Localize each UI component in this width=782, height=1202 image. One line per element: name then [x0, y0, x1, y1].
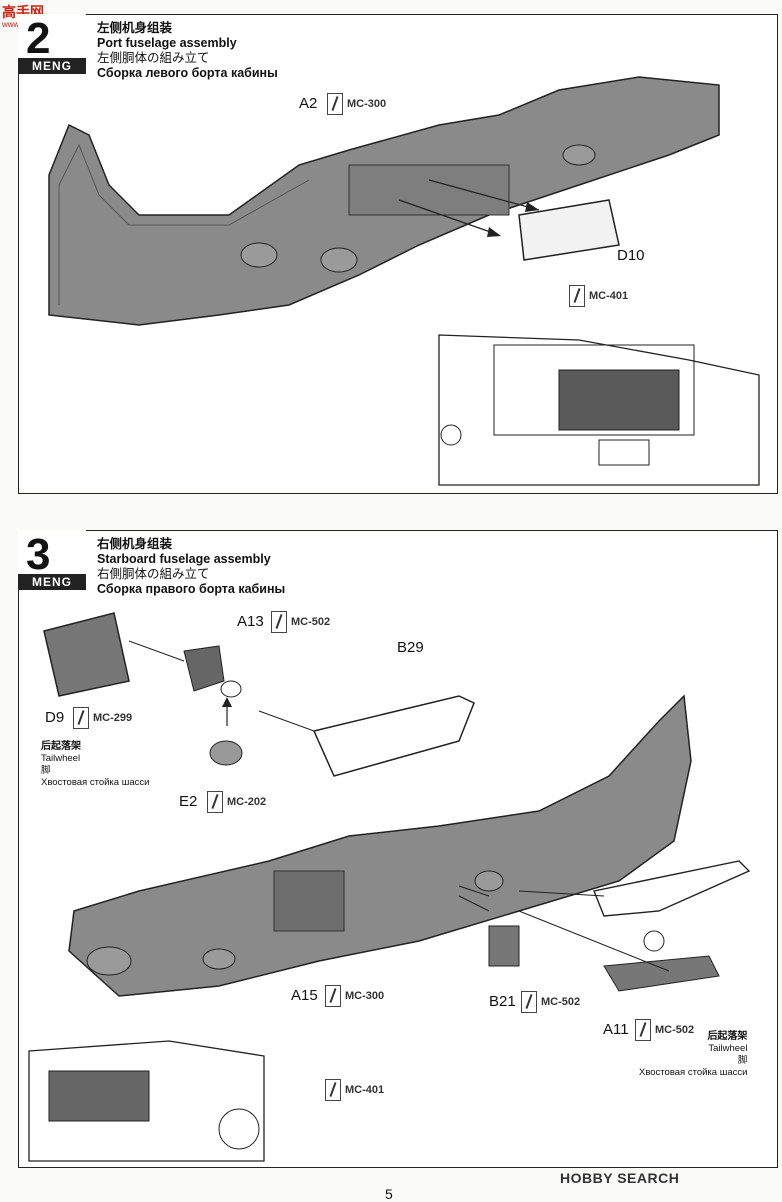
title-ru: Сборка правого борта кабины [97, 582, 286, 596]
color-callout-a11: MC-502 [635, 1019, 694, 1041]
note-zh: 后起落架 [41, 741, 81, 752]
color-code: MC-502 [541, 996, 581, 1008]
paint-brush-icon [327, 93, 343, 115]
step-number: 3 [26, 530, 51, 579]
color-code: MC-502 [655, 1024, 695, 1036]
title-zh: 左侧机身组装 [97, 21, 173, 35]
note-ja: 脚 [41, 765, 51, 776]
part-label-a15: A15 [291, 987, 318, 1004]
brand-label: MENG [18, 58, 86, 74]
step-3-titles: 右侧机身组装 Starboard fuselage assembly 右側胴体の… [97, 537, 285, 597]
step-2-badge: 2 MENG [18, 14, 86, 74]
title-ru: Сборка левого борта кабины [97, 66, 278, 80]
tailwheel-note-right: 后起落架 Tailwheel 脚 Хвостовая стойка шасси [639, 1031, 747, 1079]
color-code: MC-300 [345, 990, 385, 1002]
starboard-fuselage-drawing [28, 612, 751, 1162]
paint-brush-icon [325, 985, 341, 1007]
color-code: MC-401 [345, 1084, 385, 1096]
part-label-d10: D10 [617, 247, 645, 264]
color-code: MC-401 [589, 290, 629, 302]
part-label-b29: B29 [397, 639, 424, 656]
title-zh: 右侧机身组装 [97, 537, 173, 551]
paint-brush-icon [569, 285, 585, 307]
tailwheel-note-left: 后起落架 Tailwheel 脚 Хвостовая стойка шасси [41, 741, 149, 789]
color-callout-d9: MC-299 [73, 707, 132, 729]
step-3-panel: 3 MENG 右侧机身组装 Starboard fuselage assembl… [18, 530, 778, 1168]
note-en: Tailwheel [41, 753, 81, 764]
color-callout-inset: MC-401 [569, 285, 628, 307]
step-2-titles: 左侧机身组装 Port fuselage assembly 左側胴体の組み立て … [97, 21, 278, 81]
part-label-d9: D9 [45, 709, 65, 726]
color-callout-b21: MC-502 [521, 991, 580, 1013]
hobby-search-watermark: HOBBY SEARCH [560, 1170, 680, 1186]
color-code: MC-299 [93, 712, 133, 724]
part-label-a2: A2 [299, 95, 318, 112]
color-callout-inset: MC-401 [325, 1079, 384, 1101]
port-fuselage-drawing [48, 76, 760, 486]
step-2-panel: 2 MENG 左侧机身组装 Port fuselage assembly 左側胴… [18, 14, 778, 494]
color-callout-a15: MC-300 [325, 985, 384, 1007]
note-ru: Хвостовая стойка шасси [41, 777, 150, 788]
paint-brush-icon [635, 1019, 651, 1041]
part-label-a11: A11 [603, 1021, 629, 1038]
brand-label: MENG [18, 574, 86, 590]
paint-brush-icon [207, 791, 223, 813]
color-code: MC-202 [227, 796, 267, 808]
note-zh: 后起落架 [707, 1031, 748, 1042]
part-label-a13: A13 [237, 613, 264, 630]
note-en: Tailwheel [708, 1043, 748, 1054]
note-ru: Хвостовая стойка шасси [639, 1067, 748, 1078]
title-en: Starboard fuselage assembly [97, 552, 271, 566]
note-ja: 脚 [737, 1055, 748, 1066]
part-label-e2: E2 [179, 793, 198, 810]
page-number: 5 [385, 1186, 393, 1202]
color-code: MC-502 [291, 616, 331, 628]
paint-brush-icon [73, 707, 89, 729]
title-ja: 左側胴体の組み立て [97, 51, 210, 65]
paint-brush-icon [325, 1079, 341, 1101]
part-label-b21: B21 [489, 993, 516, 1010]
title-en: Port fuselage assembly [97, 36, 237, 50]
paint-brush-icon [271, 611, 287, 633]
color-callout-a2: MC-300 [327, 93, 386, 115]
step-3-badge: 3 MENG [18, 530, 86, 590]
color-callout-a13: MC-502 [271, 611, 330, 633]
title-ja: 右側胴体の組み立て [97, 567, 210, 581]
color-callout-e2: MC-202 [207, 791, 266, 813]
paint-brush-icon [521, 991, 537, 1013]
color-code: MC-300 [347, 98, 387, 110]
step-number: 2 [26, 14, 51, 63]
